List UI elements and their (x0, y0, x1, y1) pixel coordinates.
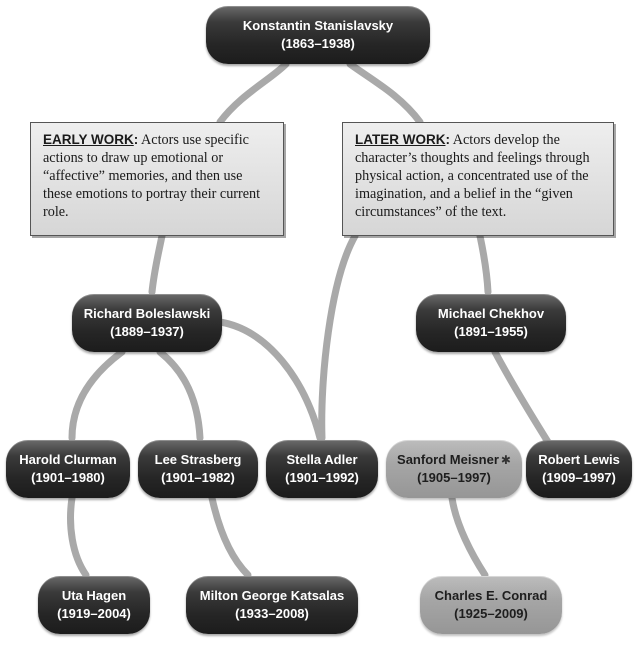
connector-root-early (216, 60, 290, 126)
connector-strasberg-katsalas (208, 494, 252, 579)
connector-early-boleslawski (148, 232, 166, 296)
connector-root-later (346, 60, 424, 126)
early-work-heading: EARLY WORK (43, 132, 134, 147)
person-name: Uta Hagen (61, 588, 127, 603)
person-dates: (1909–1997) (542, 470, 616, 485)
connector-clurman-hagen (67, 494, 90, 579)
person-dates: (1901–1980) (31, 470, 105, 485)
later-work-text: Actors develop the character’s thoughts … (355, 132, 590, 220)
person-dates: (1863–1938) (281, 36, 355, 51)
person-name: Harold Clurman (19, 452, 117, 467)
node-lewis: Robert Lewis (1909–1997) (526, 440, 632, 498)
asterisk-icon: ✱ (500, 453, 511, 467)
later-work-heading: LATER WORK (355, 132, 446, 147)
node-adler: Stella Adler (1901–1992) (266, 440, 378, 498)
person-dates: (1919–2004) (57, 606, 131, 621)
person-dates: (1905–1997) (417, 470, 491, 485)
node-meisner: Sanford Meisner✱ (1905–1997) (386, 440, 522, 498)
person-name: Lee Strasberg (154, 452, 242, 467)
node-hagen: Uta Hagen (1919–2004) (38, 576, 150, 634)
person-name: Michael Chekhov (437, 306, 545, 321)
person-dates: (1891–1955) (454, 324, 528, 339)
connector-later-adler (318, 232, 359, 442)
person-name: Stella Adler (286, 452, 358, 467)
node-chekhov: Michael Chekhov (1891–1955) (416, 294, 566, 352)
early-work-text: Actors use specific actions to draw up e… (43, 132, 261, 220)
node-strasberg: Lee Strasberg (1901–1982) (138, 440, 258, 498)
early-work-separator: : (133, 132, 139, 147)
person-name: Richard Boleslawski (83, 306, 211, 321)
node-clurman: Harold Clurman (1901–1980) (6, 440, 130, 498)
person-dates: (1889–1937) (110, 324, 184, 339)
node-stanislavsky: Konstantin Stanislavsky (1863–1938) (206, 6, 430, 64)
connector-chekhov-lewis (491, 348, 552, 446)
person-name: Milton George Katsalas (199, 588, 345, 603)
person-dates: (1933–2008) (235, 606, 309, 621)
early-work-note: EARLY WORK: Actors use specific actions … (30, 122, 284, 236)
person-name-row: Sanford Meisner✱ (397, 451, 511, 469)
node-katsalas: Milton George Katsalas (1933–2008) (186, 576, 358, 634)
node-boleslawski: Richard Boleslawski (1889–1937) (72, 294, 222, 352)
connector-later-chekhov (476, 232, 492, 296)
person-dates: (1901–1992) (285, 470, 359, 485)
connector-meisner-conrad (448, 494, 489, 579)
person-dates: (1925–2009) (454, 606, 528, 621)
node-conrad: Charles E. Conrad (1925–2009) (420, 576, 562, 634)
person-name: Charles E. Conrad (434, 588, 548, 603)
connector-boleslawski-clurman (68, 348, 126, 442)
person-dates: (1901–1982) (161, 470, 235, 485)
person-name: Robert Lewis (538, 452, 620, 467)
connector-boleslawski-strasberg (156, 348, 204, 442)
later-work-separator: : (445, 132, 451, 147)
person-name: Konstantin Stanislavsky (242, 18, 394, 33)
later-work-note: LATER WORK: Actors develop the character… (342, 122, 614, 236)
connector-boleslawski-adler (216, 318, 324, 442)
person-name: Sanford Meisner (397, 452, 499, 467)
